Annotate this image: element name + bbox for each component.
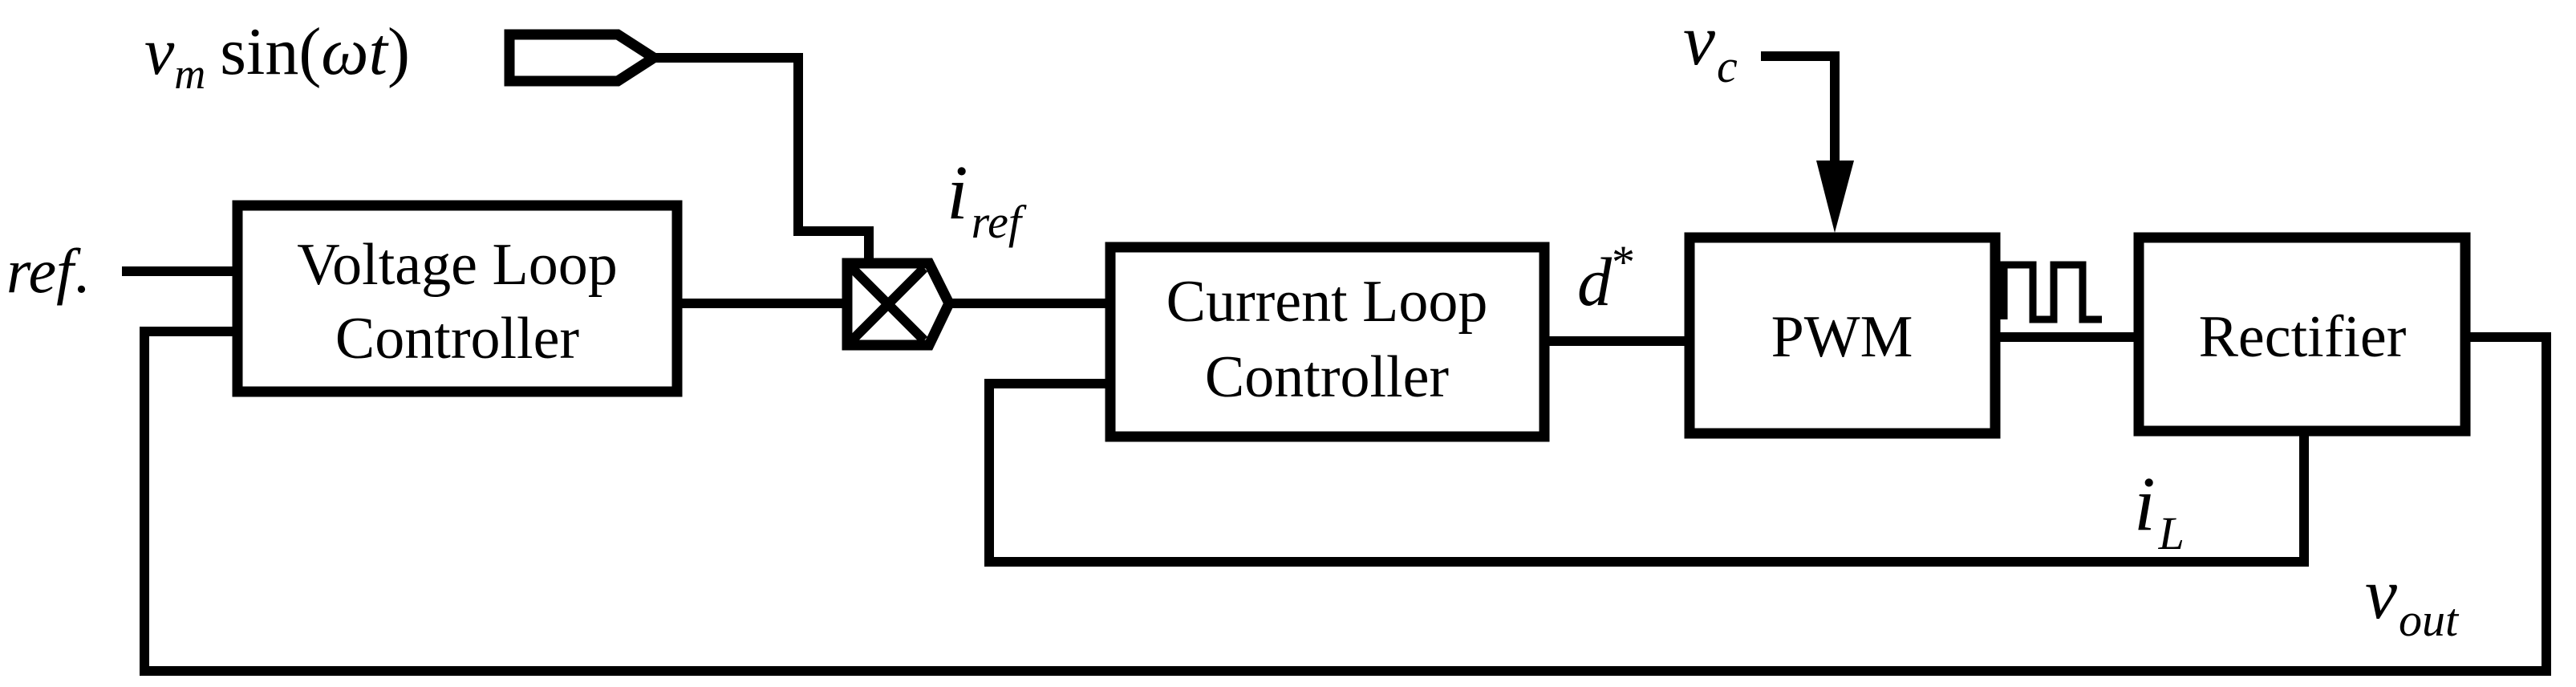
ref-label: ref. [6, 236, 89, 306]
iref-label: iref [947, 149, 1027, 248]
wire-sine-to-multiplier [654, 53, 874, 261]
vc-label: vc [1683, 1, 1738, 92]
pwm-label: PWM [1771, 304, 1913, 370]
current-loop-line2: Controller [1205, 344, 1449, 410]
vc-arrow-head [1816, 161, 1854, 233]
multiplier-cross-icon [842, 258, 955, 351]
wires [122, 51, 2551, 676]
rectifier-block: Rectifier [2133, 232, 2471, 437]
pwm-block: PWM [1684, 232, 2001, 439]
input-port-icon [504, 29, 663, 87]
rectifier-label: Rectifier [2199, 304, 2407, 370]
voltage-loop-controller-block: Voltage Loop Controller [232, 200, 683, 397]
wire-vc [1761, 51, 1840, 185]
current-loop-controller-block: Current Loop Controller [1105, 242, 1550, 442]
voltage-loop-line1: Voltage Loop [297, 232, 617, 298]
voltage-loop-line2: Controller [335, 306, 579, 372]
square-pulse-icon [2000, 261, 2102, 323]
current-loop-line1: Current Loop [1166, 269, 1488, 335]
vout-label: vout [2365, 555, 2460, 646]
iL-label: iL [2134, 461, 2185, 559]
dstar-label: d* [1577, 236, 1635, 320]
wire-vout-feedback [140, 327, 2551, 676]
wire-iL-feedback [984, 379, 2309, 567]
